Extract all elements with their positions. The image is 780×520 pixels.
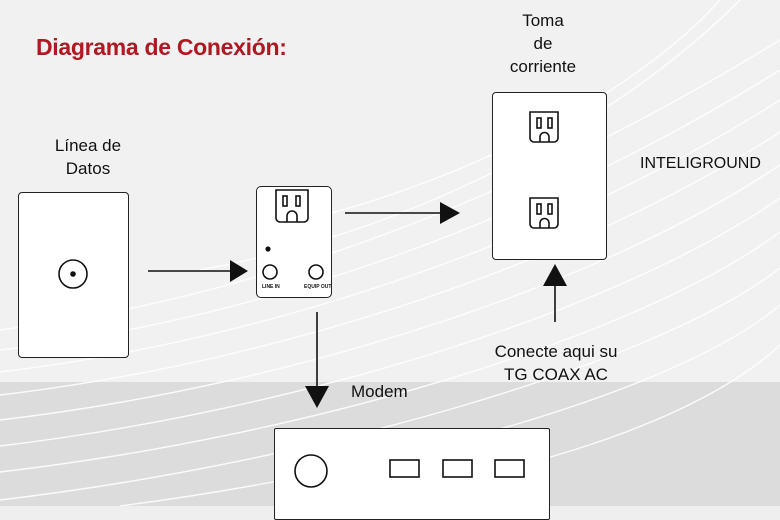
diagram-title: Diagrama de Conexión: (36, 34, 287, 60)
equip-out-port-icon (308, 264, 324, 280)
device-led-icon (265, 246, 271, 252)
modem-label: Modem (351, 382, 408, 401)
outlet-label: Toma de corriente (488, 9, 598, 78)
connect-label-2: TG COAX AC (504, 365, 608, 384)
data-line-label-1: Línea de (54, 136, 122, 155)
data-line-label-2: Datos (65, 159, 111, 178)
wall-outlet-plate (492, 92, 607, 260)
outlet-label-3: corriente (509, 57, 577, 76)
modem-box (274, 428, 550, 520)
diagram-drawing (58, 111, 567, 488)
brand-label: INTELIGROUND (640, 155, 761, 172)
connect-label: Conecte aqui su TG COAX AC (476, 340, 636, 386)
connect-label-1: Conecte aqui su (494, 342, 618, 361)
coax-connector-icon (58, 259, 88, 289)
modem-port-2-icon (442, 459, 473, 478)
modem-port-1-icon (389, 459, 420, 478)
line-in-label: LINE IN (262, 284, 280, 290)
outlet-label-1: Toma (522, 11, 564, 30)
equip-out-label: EQUIP OUT (304, 284, 332, 290)
outlet-top-icon (529, 111, 559, 143)
modem-port-3-icon (494, 459, 525, 478)
outlet-bottom-icon (529, 197, 559, 229)
outlet-label-2: de (533, 34, 553, 53)
device-outlet-icon (275, 189, 309, 223)
line-in-port-icon (262, 264, 278, 280)
modem-knob-icon (294, 454, 328, 488)
data-line-label: Línea de Datos (28, 134, 148, 180)
